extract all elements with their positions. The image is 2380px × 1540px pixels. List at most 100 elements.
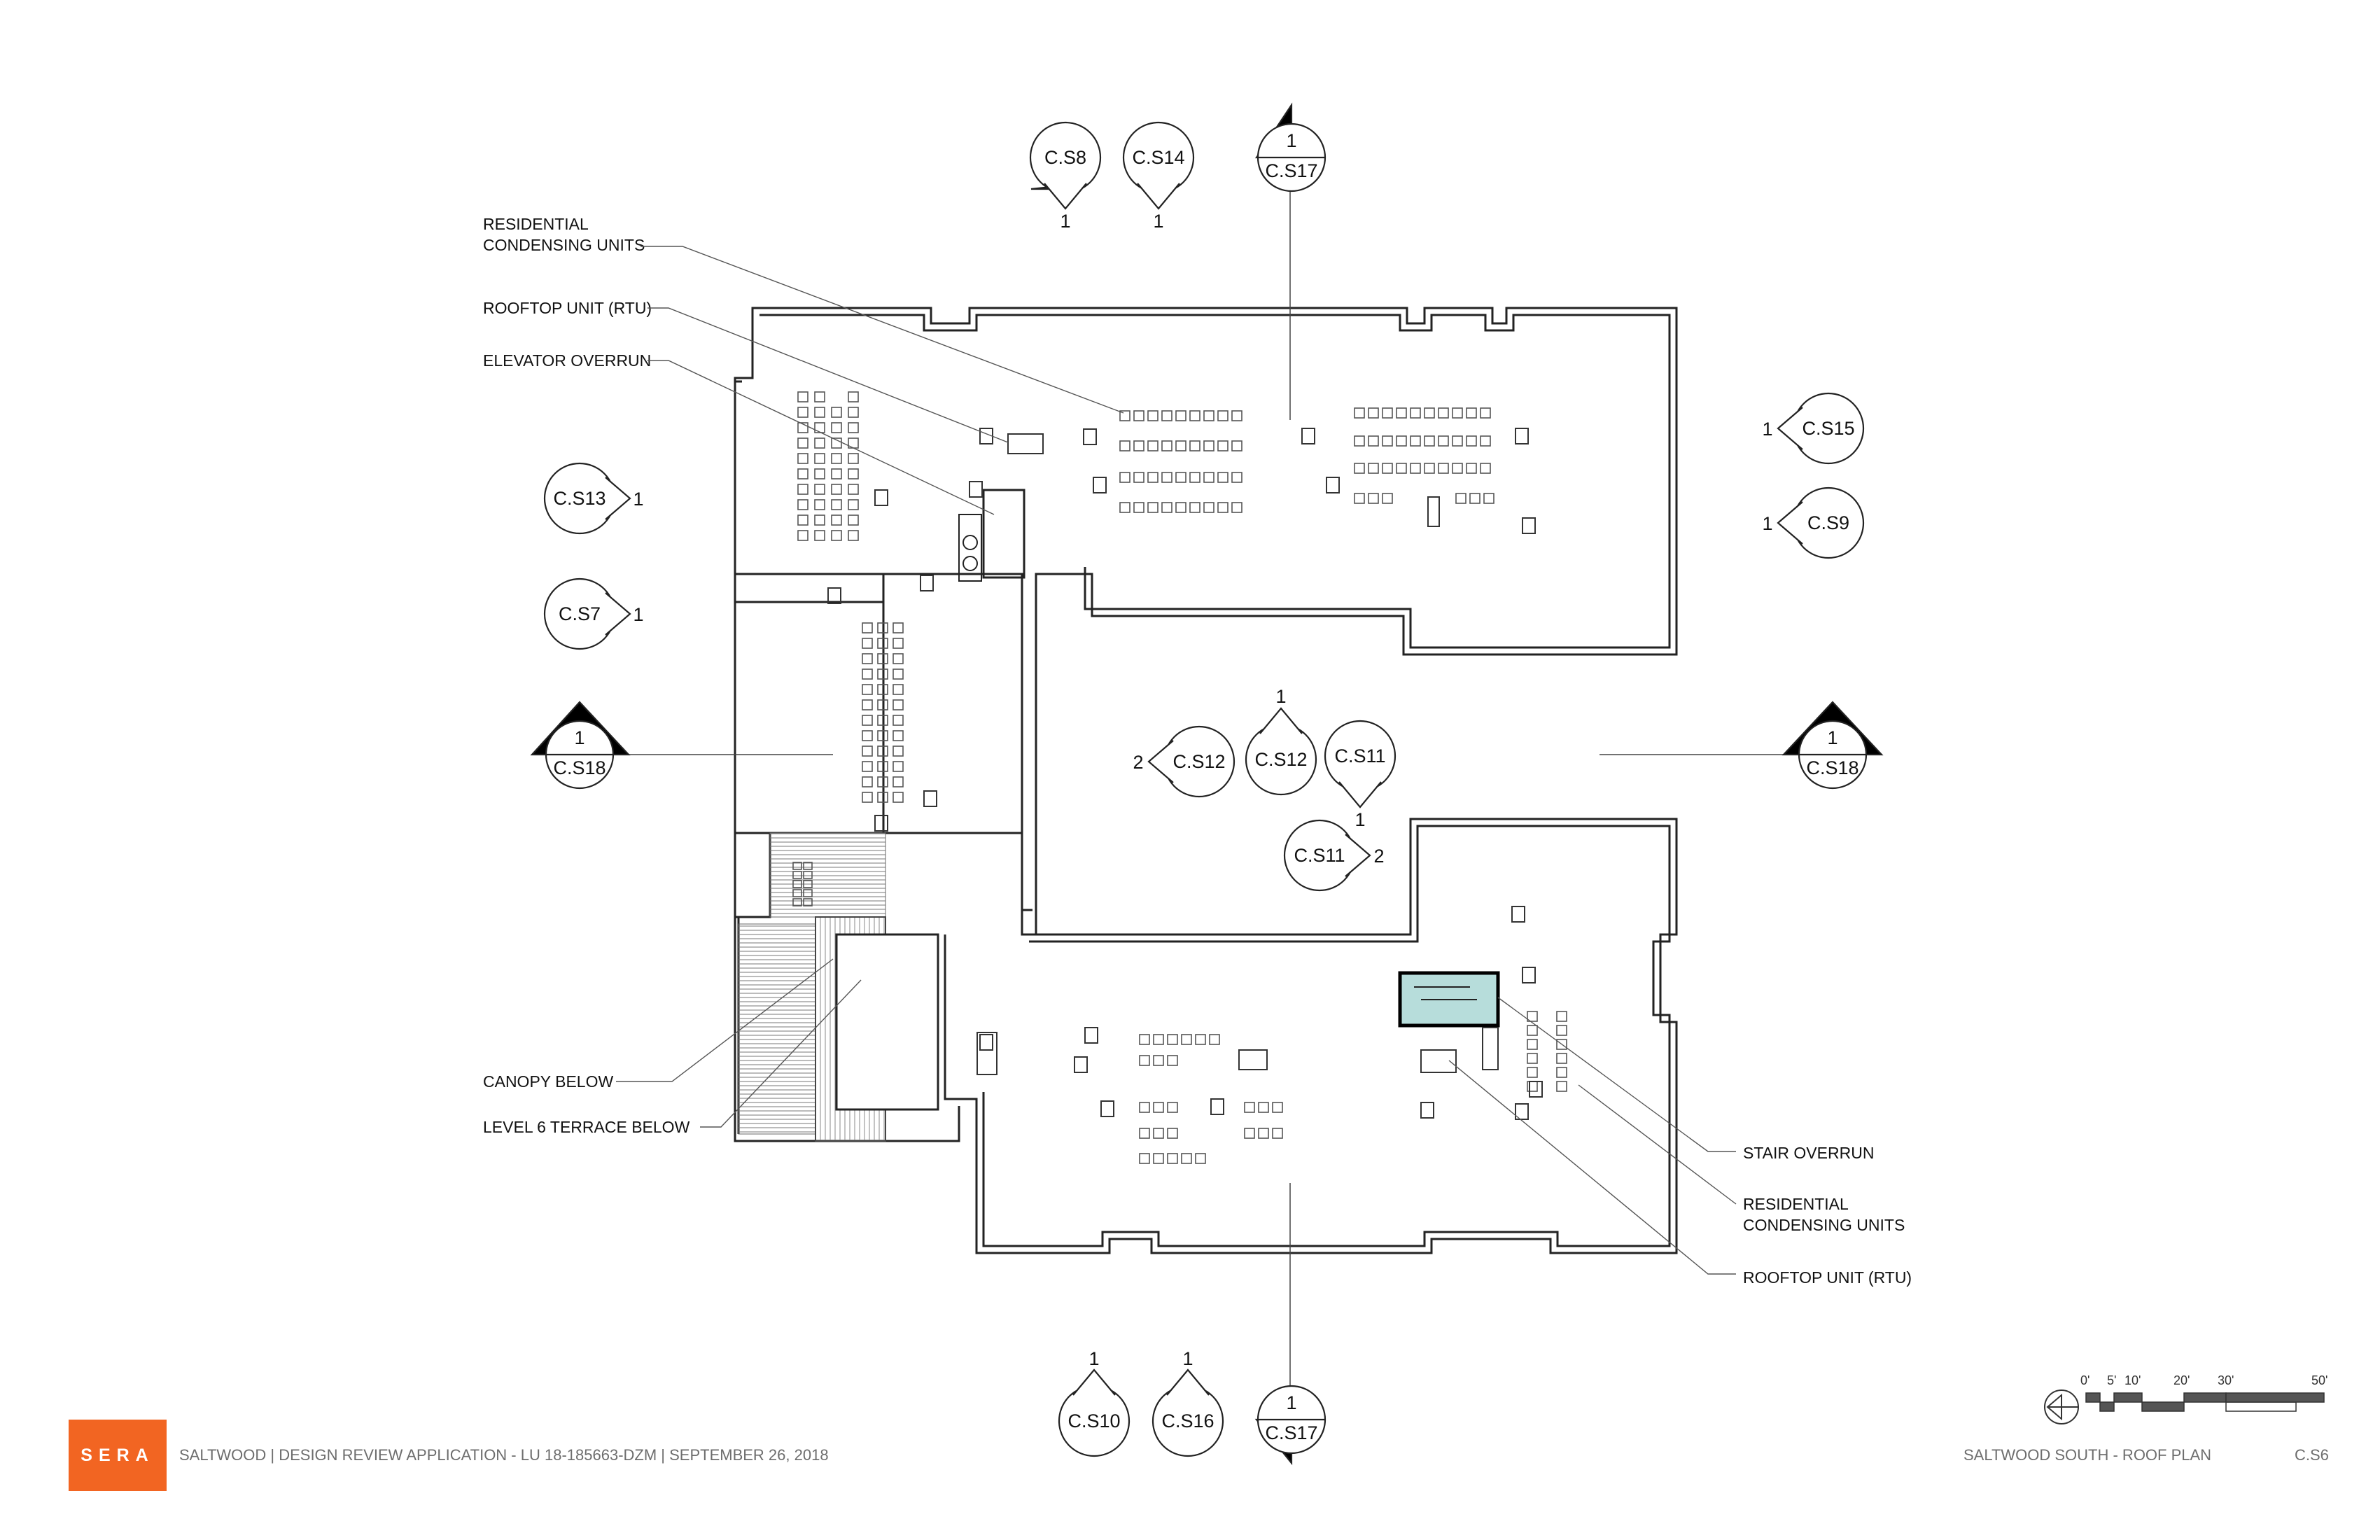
condensing-unit bbox=[1147, 410, 1158, 421]
condensing-unit bbox=[797, 514, 808, 526]
condensing-units bbox=[792, 391, 1567, 1164]
footer-project-info: SALTWOOD | DESIGN REVIEW APPLICATION - L… bbox=[179, 1446, 829, 1464]
callout-rooftop-unit-top: ROOFTOP UNIT (RTU) bbox=[483, 299, 652, 317]
elevation-marker-cs12-2 bbox=[1147, 725, 1236, 798]
elevator-overrun bbox=[982, 489, 1026, 579]
condensing-unit bbox=[792, 880, 802, 888]
footer-sheet-title: SALTWOOD SOUTH - ROOF PLAN bbox=[1963, 1446, 2212, 1464]
sera-logo: SERA bbox=[69, 1420, 167, 1491]
condensing-unit bbox=[862, 776, 873, 788]
condensing-unit bbox=[862, 761, 873, 772]
condensing-unit bbox=[1139, 1055, 1150, 1066]
callout-stair-overrun: STAIR OVERRUN bbox=[1743, 1144, 1875, 1162]
marker-label: C.S12 bbox=[1254, 749, 1307, 770]
condensing-unit bbox=[1217, 472, 1228, 483]
condensing-unit bbox=[1147, 502, 1158, 513]
elevation-marker-cs9 bbox=[1777, 486, 1865, 559]
footer-sheet-number: C.S6 bbox=[2295, 1446, 2329, 1464]
condensing-unit bbox=[1167, 1102, 1178, 1113]
condensing-unit bbox=[848, 468, 859, 479]
scale-tick-20: 20' bbox=[2174, 1373, 2190, 1387]
condensing-unit bbox=[797, 499, 808, 510]
condensing-unit bbox=[1438, 435, 1449, 447]
condensing-unit bbox=[877, 699, 888, 710]
condensing-unit bbox=[1556, 1067, 1567, 1078]
condensing-unit bbox=[1147, 472, 1158, 483]
condensing-unit bbox=[1217, 410, 1228, 421]
condensing-unit bbox=[1244, 1128, 1255, 1139]
condensing-unit bbox=[831, 499, 842, 510]
condensing-unit bbox=[1556, 1039, 1567, 1050]
condensing-unit bbox=[1175, 440, 1186, 451]
condensing-unit bbox=[892, 730, 904, 741]
condensing-unit bbox=[1189, 502, 1200, 513]
condensing-unit bbox=[848, 484, 859, 495]
condensing-unit bbox=[1167, 1153, 1178, 1164]
elevation-marker-cs11-1 bbox=[1324, 720, 1396, 808]
condensing-unit bbox=[1133, 410, 1144, 421]
condensing-unit bbox=[814, 499, 825, 510]
condensing-unit bbox=[1181, 1034, 1192, 1045]
exhaust-fan bbox=[1301, 428, 1315, 444]
condensing-unit bbox=[1410, 407, 1421, 419]
condensing-unit bbox=[892, 761, 904, 772]
condensing-unit bbox=[1167, 1128, 1178, 1139]
rooftop-unit-top bbox=[1007, 433, 1044, 454]
condensing-unit bbox=[1153, 1128, 1164, 1139]
condensing-unit bbox=[814, 453, 825, 464]
condensing-unit bbox=[1382, 463, 1393, 474]
condensing-unit bbox=[797, 453, 808, 464]
condensing-unit bbox=[848, 391, 859, 402]
marker-number: 1 bbox=[1762, 419, 1772, 440]
condensing-unit bbox=[831, 422, 842, 433]
mechanical-unit bbox=[976, 1032, 997, 1075]
marker-label: C.S7 bbox=[559, 603, 601, 624]
condensing-unit bbox=[797, 468, 808, 479]
scale-bar bbox=[2085, 1392, 2325, 1412]
condensing-unit bbox=[797, 422, 808, 433]
condensing-unit bbox=[814, 407, 825, 418]
callout-level-6-terrace-below: LEVEL 6 TERRACE BELOW bbox=[483, 1118, 690, 1136]
condensing-unit bbox=[1258, 1102, 1269, 1113]
condensing-unit bbox=[1272, 1128, 1283, 1139]
condensing-unit bbox=[814, 438, 825, 449]
section-marker-cs17-bottom bbox=[1254, 1385, 1326, 1466]
condensing-unit bbox=[1161, 410, 1172, 421]
condensing-unit bbox=[797, 530, 808, 541]
condensing-unit bbox=[1469, 493, 1480, 504]
condensing-unit bbox=[814, 391, 825, 402]
condensing-unit bbox=[862, 653, 873, 664]
condensing-unit bbox=[862, 684, 873, 695]
marker-number: 1 bbox=[1060, 211, 1070, 232]
scale-tick-30: 30' bbox=[2218, 1373, 2234, 1387]
section-markers bbox=[530, 102, 1884, 1466]
condensing-unit bbox=[1354, 435, 1365, 447]
condensing-unit bbox=[1455, 493, 1466, 504]
section-label: C.S17 bbox=[1265, 160, 1317, 181]
condensing-unit bbox=[877, 730, 888, 741]
condensing-unit bbox=[862, 668, 873, 680]
marker-number: 1 bbox=[1153, 211, 1163, 232]
condensing-unit bbox=[803, 871, 813, 879]
condensing-unit bbox=[1189, 472, 1200, 483]
exhaust-fan bbox=[874, 489, 888, 506]
elevation-marker-cs10 bbox=[1058, 1368, 1130, 1457]
condensing-unit bbox=[831, 438, 842, 449]
condensing-unit bbox=[862, 638, 873, 649]
exhaust-fan bbox=[1210, 1098, 1224, 1115]
elevation-marker-cs15 bbox=[1777, 392, 1865, 465]
condensing-unit bbox=[797, 407, 808, 418]
condensing-unit bbox=[1217, 440, 1228, 451]
elevation-marker-cs11-2 bbox=[1283, 819, 1371, 892]
condensing-unit bbox=[1396, 407, 1407, 419]
condensing-unit bbox=[877, 684, 888, 695]
scale-tick-10: 10' bbox=[2124, 1373, 2141, 1387]
rooftop-unit-bottom bbox=[1420, 1049, 1457, 1073]
section-label: C.S18 bbox=[553, 757, 606, 778]
condensing-unit bbox=[1133, 472, 1144, 483]
condensing-unit bbox=[1175, 472, 1186, 483]
condensing-unit bbox=[1153, 1034, 1164, 1045]
condensing-unit bbox=[892, 668, 904, 680]
condensing-unit bbox=[1175, 502, 1186, 513]
